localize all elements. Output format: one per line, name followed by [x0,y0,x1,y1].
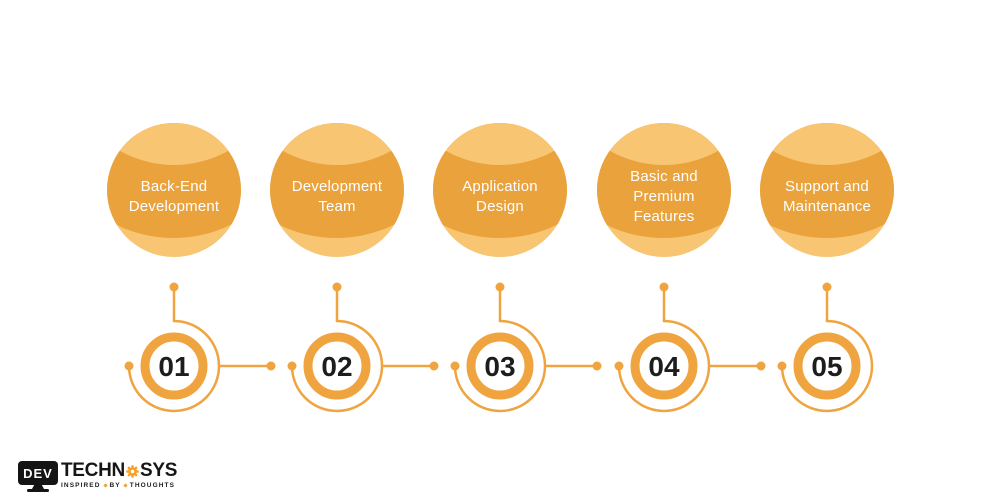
step-node-05: 05 [777,282,874,413]
step-number: 01 [158,351,189,382]
feature-bubble-back-end-development: Back-End Development [107,123,241,257]
top-dot [822,282,832,292]
step-node-04: 04 [614,282,766,413]
feature-bubble-support-maintenance: Support and Maintenance [760,123,894,257]
step-node-02: 02 [287,282,439,413]
number-ring [630,332,698,400]
diamond-separator-icon [123,483,128,488]
step-node-03: 03 [450,282,602,413]
logo-tagline: INSPIRED BY THOUGHTS [61,482,177,489]
tagline-word: THOUGHTS [129,482,176,489]
bubble-label: Support and Maintenance [782,178,872,215]
tagline-word: INSPIRED [61,482,101,489]
bubble-label: Back-End Development [128,178,220,215]
number-ring [303,332,371,400]
bubble-label: Development Team [291,178,383,215]
feature-bubble-application-design: Application Design [433,123,567,257]
arc-end-dot [124,361,134,371]
monitor-stand-base [27,489,49,492]
spiral-arc [780,319,874,413]
spiral-arc [290,319,384,413]
logo-name-right: SYS [139,460,178,481]
bubble-label: Basic and Premium Features [630,168,698,225]
connector-end-dot [592,361,602,371]
top-dot [495,282,505,292]
gear-icon [126,465,139,478]
arc-end-dot [287,361,297,371]
feature-bubble-development-team: Development Team [270,123,404,257]
monitor-icon: DEV [18,461,58,485]
step-number: 04 [648,351,680,382]
number-ring [140,332,208,400]
arc-end-dot [450,361,460,371]
diamond-separator-icon [102,483,108,488]
arc-end-dot [614,361,624,371]
dev-technosys-logo: DEV TECHN [18,461,177,492]
connector-end-dot [756,361,766,371]
step-number: 03 [484,351,515,382]
number-ring [466,332,534,400]
top-dot [659,282,669,292]
tagline-word: BY [109,482,121,489]
connector-end-dot [266,361,276,371]
step-number: 02 [321,351,352,382]
feature-bubble-basic-premium-features: Basic and Premium Features [597,123,731,257]
bubble-label: Application Design [462,178,538,215]
monitor-stand-neck [32,485,44,489]
top-dot [169,282,179,292]
connector-end-dot [429,361,439,371]
logo-dev-text: DEV [23,465,53,481]
step-node-01: 01 [124,282,276,413]
spiral-arc [127,319,221,413]
logo-name-left: TECHN [61,460,125,481]
spiral-arc [617,319,711,413]
arc-end-dot [777,361,787,371]
number-ring [793,332,861,400]
step-number: 05 [811,351,842,382]
top-dot [332,282,342,292]
spiral-arc [453,319,547,413]
